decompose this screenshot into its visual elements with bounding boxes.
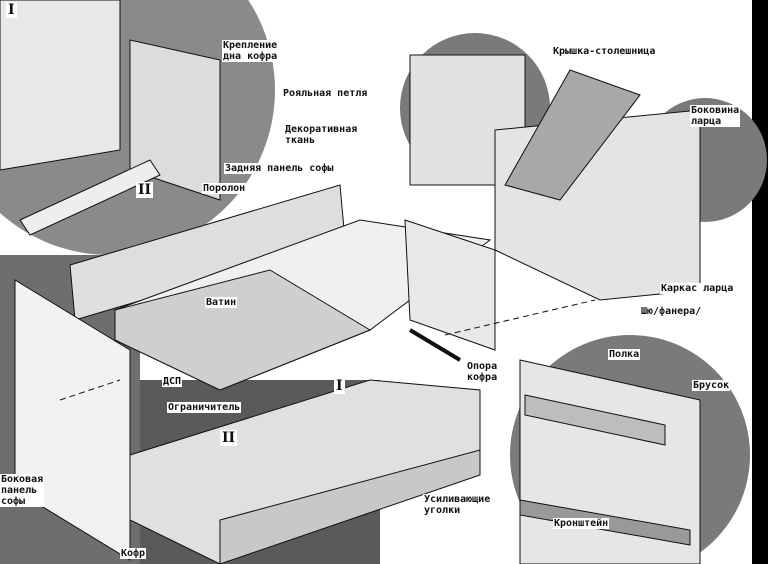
label-batting: Ватин	[205, 297, 238, 308]
label-line: Усиливающие	[424, 494, 491, 505]
label-plywood: Шю/фанера/	[640, 306, 703, 317]
label-lid-tabletop: Крышка-столешница	[552, 46, 657, 57]
label-chest-frame: Каркас ларца	[660, 283, 735, 294]
label-sofa-back-panel: Задняя панель софы	[224, 163, 335, 174]
detail-1-panel	[0, 0, 121, 171]
label-line: Боковая	[1, 474, 44, 485]
seat-end-panel	[404, 219, 496, 351]
label-bracket: Кронштейн	[553, 518, 610, 529]
label-line: Декоративная	[285, 124, 358, 135]
label-box: Кофр	[120, 548, 147, 559]
label-line: Крепление	[223, 40, 278, 51]
label-chipboard: ДСП	[162, 376, 183, 387]
detail-mark-2: II	[136, 182, 154, 198]
position-mark-1: I	[334, 378, 345, 394]
position-mark-2: II	[220, 430, 238, 446]
label-foam: Поролон	[202, 183, 247, 194]
detail-1-side	[129, 39, 221, 201]
label-line: дна кофра	[223, 51, 278, 62]
box-support-bar	[408, 328, 462, 362]
shelf	[524, 394, 666, 446]
label-piano-hinge: Рояльная петля	[282, 88, 369, 99]
label-line: ларца	[691, 116, 722, 127]
label-line: панель	[1, 485, 38, 496]
label-limiter: Ограничитель	[167, 402, 242, 413]
detail-1-rail	[19, 159, 161, 236]
label-line: кофра	[467, 372, 498, 383]
label-line: ткань	[285, 135, 316, 146]
label-line: Опора	[467, 361, 498, 372]
batting-layer	[114, 269, 372, 391]
guide-line	[59, 379, 121, 401]
label-shelf: Полка	[608, 349, 641, 360]
box-front	[219, 449, 481, 564]
label-line: софы	[1, 496, 26, 507]
detail-mark-1: I	[6, 2, 17, 18]
label-line: уголки	[424, 505, 461, 516]
right-black-edge	[752, 0, 768, 564]
label-line: Боковина	[691, 105, 740, 116]
chest-lid	[504, 69, 641, 201]
guide-line	[444, 299, 596, 336]
label-bar: Брусок	[692, 380, 731, 391]
